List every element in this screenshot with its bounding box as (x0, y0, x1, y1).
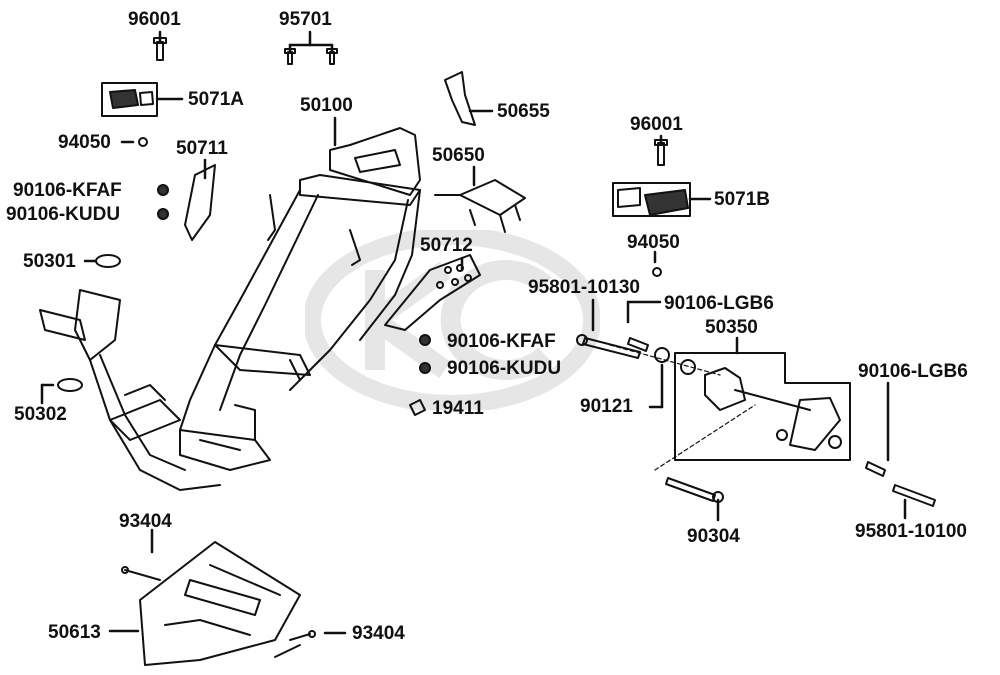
label-part-94050-left: 94050 (58, 132, 111, 153)
bolt-96001-top (153, 37, 167, 61)
label-part-95801-10100: 95801-10100 (855, 521, 967, 542)
label-part-5071A: 5071A (188, 89, 244, 110)
frame-50100 (39, 127, 421, 491)
bracket-50712 (384, 254, 481, 331)
clip-19411 (409, 399, 426, 416)
bracket-50350 (680, 359, 842, 451)
box-5071B (612, 182, 691, 217)
label-part-90106-kfaf-left: 90106-KFAF (13, 180, 122, 201)
bolt-90304 (665, 477, 724, 503)
bolts-90106-mid (419, 334, 431, 374)
bolt-96001-right (654, 139, 668, 166)
label-part-93404-bottom: 93404 (352, 623, 405, 644)
label-part-94050-right: 94050 (627, 232, 680, 253)
leader-lines (40, 30, 907, 635)
label-part-90106-kfaf-mid: 90106-KFAF (447, 331, 556, 352)
label-part-90106-lgb6-right: 90106-LGB6 (858, 361, 968, 382)
label-part-50613: 50613 (48, 622, 101, 643)
label-part-50350: 50350 (705, 317, 758, 338)
label-part-50650: 50650 (432, 145, 485, 166)
assembly-guides (609, 344, 756, 471)
box-5071A (101, 82, 158, 117)
bolt-95801-10100 (892, 484, 936, 507)
bolts-90106-left (157, 184, 169, 220)
footpeg-5071B (617, 187, 689, 216)
label-part-95701: 95701 (279, 9, 332, 30)
label-part-96001-top: 96001 (128, 9, 181, 30)
box-50350 (674, 352, 851, 461)
label-part-50301: 50301 (23, 251, 76, 272)
bolt-90106-lgb6-right (865, 461, 886, 477)
grommet-50302 (57, 378, 83, 392)
bracket-50650 (434, 179, 526, 233)
footpeg-5071A (109, 89, 154, 109)
screws-95701 (284, 48, 338, 65)
label-part-96001-right: 96001 (630, 114, 683, 135)
label-part-90304: 90304 (687, 526, 740, 547)
label-part-50302: 50302 (14, 404, 67, 425)
label-part-5071B: 5071B (714, 189, 770, 210)
washer-90121 (654, 347, 670, 363)
bolt-95801-10130 (576, 334, 641, 359)
bolt-90106-lgb6-top (627, 337, 649, 352)
label-part-50712: 50712 (420, 235, 473, 256)
label-part-50711: 50711 (176, 138, 228, 159)
screws-93404 (121, 566, 316, 658)
label-part-19411: 19411 (432, 398, 484, 419)
label-part-93404-top: 93404 (119, 511, 172, 532)
undercover-50613 (139, 541, 301, 666)
grommet-50301 (95, 254, 121, 268)
label-part-95801-10130: 95801-10130 (528, 277, 640, 298)
nut-94050-left (138, 137, 148, 147)
bracket-50655 (444, 71, 476, 126)
bracket-50711 (184, 164, 216, 241)
label-part-90106-lgb6-top: 90106-LGB6 (664, 293, 774, 314)
nut-94050-right (652, 267, 662, 277)
label-part-50100: 50100 (300, 95, 353, 116)
label-part-90106-kudu-left: 90106-KUDU (6, 204, 121, 225)
label-part-90106-kudu-mid: 90106-KUDU (447, 358, 562, 379)
label-part-90121: 90121 (580, 396, 633, 417)
label-part-50655: 50655 (497, 101, 550, 122)
